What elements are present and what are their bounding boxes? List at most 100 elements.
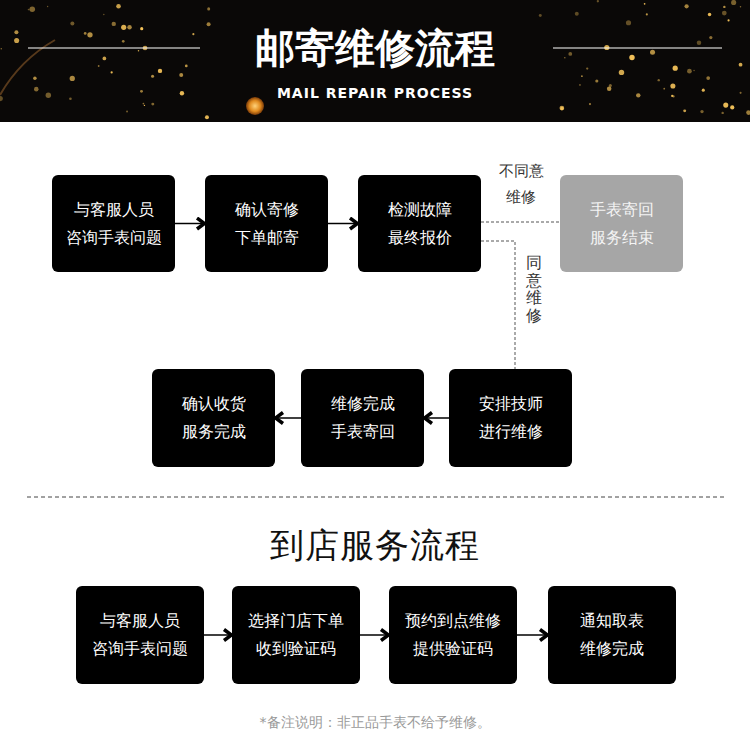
sparkle-dot xyxy=(179,73,183,77)
section-divider xyxy=(27,497,725,498)
sparkle-dot xyxy=(589,103,591,105)
arrow-connector xyxy=(275,417,301,419)
box-text: 手表寄回 服务结束 xyxy=(569,196,675,252)
arrow-connector xyxy=(424,417,449,419)
sparkle-dot xyxy=(619,70,624,75)
sparkle-dot xyxy=(116,4,121,9)
sparkle-dot xyxy=(740,92,742,94)
sparkle-dot xyxy=(111,71,113,73)
sparkle-dot xyxy=(98,65,100,67)
sparkle-dot xyxy=(731,0,736,5)
sparkle-dot xyxy=(103,14,104,15)
process-box: 确认收货 服务完成 xyxy=(152,369,275,467)
sparkle-dot xyxy=(581,75,583,77)
edge-label: 同意维修 xyxy=(526,254,542,324)
sparkle-dot xyxy=(671,95,673,97)
sparkle-dot xyxy=(29,6,35,12)
process-box: 选择门店下单 收到验证码 xyxy=(232,586,360,684)
sparkle-dot xyxy=(575,12,579,16)
sparkle-dot xyxy=(693,70,695,72)
sparkle-dot xyxy=(739,63,743,67)
sparkle-dot xyxy=(192,33,194,35)
sparkle-dot xyxy=(697,41,702,46)
sparkle-dot xyxy=(33,76,36,79)
box-text: 与客服人员 咨询手表问题 xyxy=(87,607,193,663)
sparkle-dot xyxy=(658,79,660,81)
arrow-connector xyxy=(204,634,232,636)
header-band xyxy=(0,0,750,122)
sparkle-dot xyxy=(687,69,692,74)
header-subtitle: MAIL REPAIR PROCESS xyxy=(225,84,525,102)
sparkle-dot xyxy=(708,13,711,16)
sparkle-dot xyxy=(151,75,154,78)
process-box: 与客服人员 咨询手表问题 xyxy=(52,175,175,272)
edge-label: 不同意维修 xyxy=(497,158,545,211)
process-box: 与客服人员 咨询手表问题 xyxy=(76,586,204,684)
header-rule xyxy=(553,47,722,48)
sparkle-dot xyxy=(70,22,74,26)
sparkle-dot xyxy=(684,4,688,8)
sparkle-dot xyxy=(151,103,154,106)
sparkle-dot xyxy=(28,9,30,11)
sparkle-dot xyxy=(180,91,184,95)
sparkle-dot xyxy=(727,19,729,21)
sparkle-dot xyxy=(140,90,143,93)
sparkle-dot xyxy=(185,65,188,68)
sparkle-dot xyxy=(663,88,665,90)
end-box: 手表寄回 服务结束 xyxy=(560,175,683,272)
sparkle-dot xyxy=(626,20,631,25)
sparkle-dot xyxy=(70,76,75,81)
box-text: 检测故障 最终报价 xyxy=(367,196,473,252)
sparkle-dot xyxy=(46,93,51,98)
box-text: 确认收货 服务完成 xyxy=(161,390,267,446)
sparkle-dot xyxy=(609,84,612,87)
sparkle-dot xyxy=(127,25,131,29)
sparkle-dot xyxy=(595,79,598,82)
sparkle-dot xyxy=(84,32,87,35)
sparkle-dot xyxy=(103,57,107,61)
process-box: 检测故障 最终报价 xyxy=(358,175,481,272)
sparkle-dot xyxy=(564,57,565,58)
sparkle-dot xyxy=(723,6,725,8)
sparkle-dot xyxy=(34,87,39,92)
header-orb xyxy=(246,97,264,115)
process-box: 确认寄修 下单邮寄 xyxy=(205,175,328,272)
sparkle-dot xyxy=(723,103,728,108)
sparkle-dot xyxy=(143,103,145,105)
sparkle-dot xyxy=(673,66,678,71)
sparkle-dot xyxy=(722,11,727,16)
sparkle-dot xyxy=(126,111,128,113)
sparkle-dot xyxy=(597,0,599,2)
header-title: 邮寄维修流程 xyxy=(175,22,575,74)
sparkle-dot xyxy=(205,115,209,119)
dashed-connector xyxy=(481,241,515,369)
sparkle-dot xyxy=(629,55,634,60)
sparkle-dot xyxy=(650,50,655,55)
sparkle-dot xyxy=(636,93,640,97)
sparkle-dot xyxy=(121,25,126,30)
sparkle-dot xyxy=(607,86,612,91)
sparkle-dot xyxy=(730,105,734,109)
box-text: 维修完成 手表寄回 xyxy=(310,390,416,446)
box-text: 预约到点维修 提供验证码 xyxy=(400,607,506,663)
process-box: 通知取表 维修完成 xyxy=(548,586,676,684)
sparkle-dot xyxy=(87,32,92,37)
box-text: 通知取表 维修完成 xyxy=(559,607,665,663)
sparkle-dot xyxy=(560,107,563,110)
sparkle-dot xyxy=(746,110,750,115)
sparkle-dot xyxy=(560,106,565,111)
sparkle-dot xyxy=(579,84,581,86)
sparkle-dot xyxy=(207,7,210,10)
sparkle-dot xyxy=(207,22,211,26)
sparkle-dot xyxy=(740,6,742,8)
sparkle-dot xyxy=(721,112,723,114)
header-rule xyxy=(28,47,200,48)
sparkle-dot xyxy=(47,6,48,7)
sparkle-dot xyxy=(586,67,588,69)
sparkle-dot xyxy=(112,22,116,26)
sparkle-dot xyxy=(0,96,3,101)
sparkle-dot xyxy=(144,105,145,106)
sparkle-dot xyxy=(568,52,572,56)
arrow-connector xyxy=(328,223,358,225)
